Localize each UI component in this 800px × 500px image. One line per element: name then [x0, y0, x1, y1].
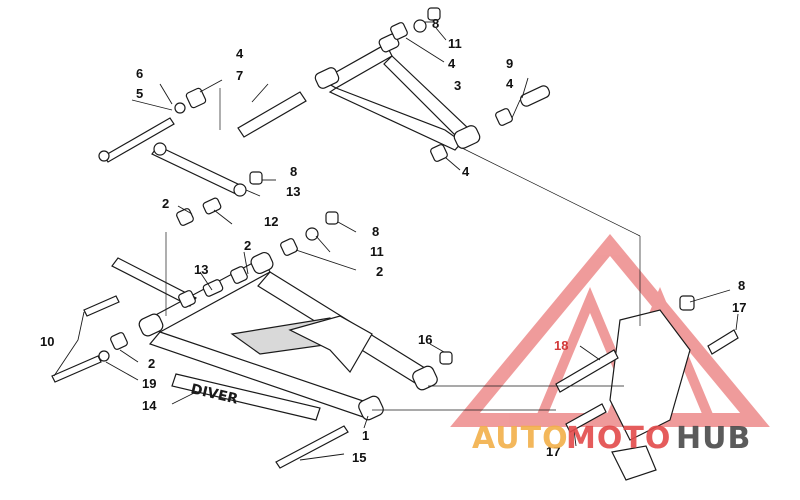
callout-8: 8 — [432, 16, 439, 31]
callout-16: 16 — [418, 332, 432, 347]
callout-12: 12 — [264, 214, 278, 229]
watermark-triangle-outer — [450, 234, 770, 427]
tie-rod-end — [611, 445, 657, 481]
upper-a-arm — [314, 33, 481, 151]
nut-16 — [439, 351, 453, 365]
nut-8-link — [249, 171, 263, 185]
lower-a-arm — [138, 251, 438, 421]
callout-2: 2 — [148, 356, 155, 371]
callout-3: 3 — [454, 78, 461, 93]
callout-labels: 8 11 4 3 9 4 4 4 7 6 5 8 13 2 12 8 11 2 … — [40, 16, 746, 465]
callout-13: 13 — [286, 184, 300, 199]
sleeve-12 — [202, 197, 222, 215]
callout-1: 1 — [362, 428, 369, 443]
callout-5: 5 — [136, 86, 143, 101]
leader-lines — [53, 21, 739, 461]
callout-2: 2 — [162, 196, 169, 211]
callout-18: 18 — [554, 338, 568, 353]
callout-17: 17 — [546, 444, 560, 459]
callout-11: 11 — [370, 244, 384, 259]
upper-hardware — [98, 7, 551, 163]
watermark-auto: AUTO — [472, 421, 569, 456]
callout-4: 4 — [462, 164, 470, 179]
watermark-wordmark: AUTO MOTO HUB — [472, 421, 751, 456]
washer-6 — [174, 102, 186, 114]
bushing-2-lower-b — [230, 266, 248, 284]
callout-8: 8 — [290, 164, 297, 179]
pin-17-lower — [565, 403, 607, 433]
bolt-15 — [275, 425, 349, 469]
bushing-4-lower — [430, 144, 448, 162]
callout-8: 8 — [738, 278, 745, 293]
callout-19: 19 — [142, 376, 156, 391]
callout-10: 10 — [40, 334, 54, 349]
sleeve-7 — [237, 91, 307, 138]
callout-4: 4 — [236, 46, 244, 61]
stabilizer-link-upper — [151, 142, 263, 226]
callout-15: 15 — [352, 450, 366, 465]
callout-2: 2 — [244, 238, 251, 253]
washer-19 — [98, 350, 110, 362]
callout-4: 4 — [448, 56, 456, 71]
bolt-18 — [555, 349, 619, 393]
callout-6: 6 — [136, 66, 143, 81]
bolt-10-upper — [83, 295, 120, 317]
callout-14: 14 — [142, 398, 157, 413]
watermark-moto: MOTO — [566, 421, 671, 456]
callout-13: 13 — [194, 262, 208, 277]
stabilizer-link-lower — [111, 257, 197, 307]
callout-8: 8 — [372, 224, 379, 239]
watermark-hub: HUB — [676, 421, 751, 456]
washer-11-top — [413, 19, 427, 33]
callout-7: 7 — [236, 68, 243, 83]
pin-17-upper — [707, 329, 739, 355]
callout-9: 9 — [506, 56, 513, 71]
lower-hardware — [51, 211, 453, 469]
callout-17: 17 — [732, 300, 746, 315]
callout-2: 2 — [376, 264, 383, 279]
bushing-4-top — [390, 22, 408, 40]
callout-4: 4 — [506, 76, 514, 91]
bushing-2-left — [110, 332, 128, 350]
bolt-10-lower — [51, 355, 102, 383]
watermark-logo — [450, 234, 770, 427]
washer-11-lower — [305, 227, 319, 241]
nut-8-lower — [325, 211, 339, 225]
bushing-2-lower-a — [280, 238, 298, 256]
bushing-4-left — [185, 87, 207, 109]
nut-8-spindle — [679, 295, 695, 311]
callout-11: 11 — [448, 36, 462, 51]
sleeve-9 — [519, 85, 551, 107]
bushing-4-right — [495, 108, 513, 126]
nut-8-top — [427, 7, 441, 21]
spindle-knuckle — [555, 295, 739, 481]
